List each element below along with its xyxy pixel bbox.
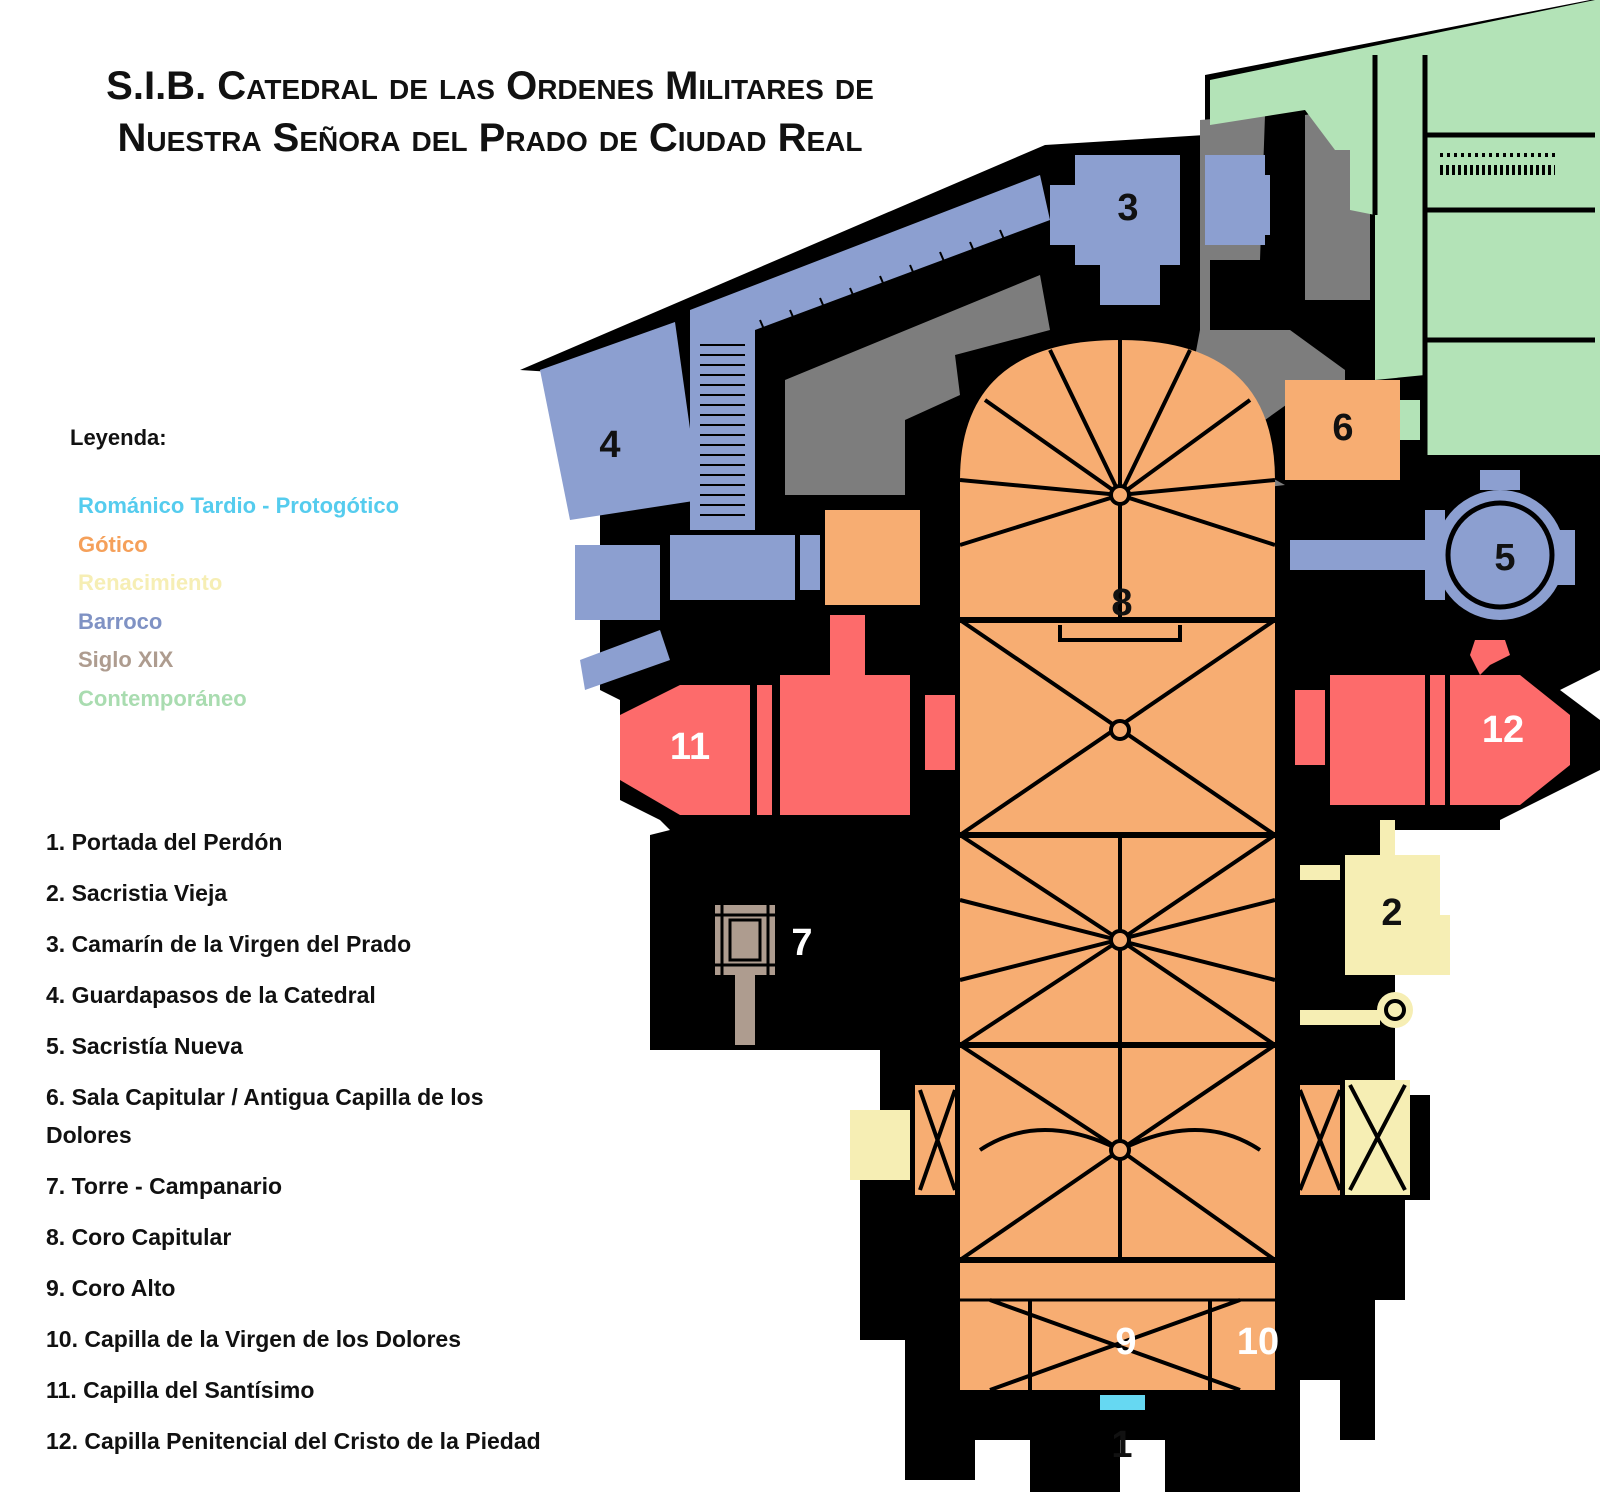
- room-list: 1. Portada del Perdón 2. Sacristia Vieja…: [46, 823, 646, 1473]
- plan-number-11: 11: [670, 726, 710, 768]
- chapel-11: [620, 615, 955, 815]
- contemporary-wing-lines: [1372, 55, 1595, 455]
- room-list-item: 12. Capilla Penitencial del Cristo de la…: [46, 1428, 541, 1454]
- plan-number-12: 12: [1482, 709, 1524, 751]
- plan-number-1: 1: [1111, 1424, 1132, 1466]
- portal-perdon: [1100, 1395, 1145, 1410]
- plan-number-5: 5: [1494, 537, 1515, 579]
- plan-number-8: 8: [1111, 582, 1132, 624]
- title-line-2: Nuestra Señora del Prado de Ciudad Real: [117, 116, 863, 160]
- legend-entry-gotico: Gótico: [78, 531, 148, 557]
- plan-number-10: 10: [1237, 1321, 1279, 1363]
- legend: Románico Tardio - Protogótico Gótico Ren…: [78, 493, 399, 724]
- room-list-item: 9. Coro Alto: [46, 1275, 176, 1301]
- room-list-item: 8. Coro Capitular: [46, 1224, 232, 1250]
- title-line-1: S.I.B. Catedral de las Ordenes Militares…: [106, 64, 874, 108]
- sacristia-nueva-ring: [1445, 500, 1555, 610]
- baroque-rooms: [540, 155, 1575, 690]
- chapel-12: [1295, 640, 1570, 805]
- tower-pattern: [715, 905, 775, 975]
- room-list-item: 3. Camarín de la Virgen del Prado: [46, 931, 412, 957]
- room-list-item: 11. Capilla del Santísimo: [46, 1377, 315, 1403]
- legend-entry-renacimiento: Renacimiento: [78, 570, 223, 595]
- tower-campanario: [715, 905, 775, 1045]
- baroque-stair-hatching: [700, 229, 1016, 516]
- legend-entry-contemporaneo: Contemporáneo: [78, 685, 247, 711]
- plan-number-9: 9: [1115, 1321, 1136, 1363]
- legend-entry-romanico: Románico Tardio - Protogótico: [78, 493, 400, 518]
- legend-entry-barroco: Barroco: [78, 608, 163, 634]
- room-list-item: 10. Capilla de la Virgen de los Dolores: [46, 1326, 461, 1352]
- room-list-item: 2. Sacristia Vieja: [46, 880, 228, 906]
- room-list-item: 7. Torre - Campanario: [46, 1173, 283, 1199]
- room-list-item: 5. Sacristía Nueva: [46, 1033, 243, 1059]
- plan-number-4: 4: [599, 424, 620, 466]
- plan-number-2: 2: [1381, 892, 1402, 934]
- room-list-item: 4. Guardapasos de la Catedral: [46, 982, 376, 1008]
- legend-heading: Leyenda:: [70, 425, 167, 450]
- room-list-item: 1. Portada del Perdón: [46, 829, 283, 855]
- plan-number-7: 7: [791, 922, 812, 964]
- legend-entry-siglo-xix: Siglo XIX: [78, 647, 174, 672]
- renaissance-hatch: [1348, 999, 1407, 1191]
- plan-number-6: 6: [1332, 407, 1353, 449]
- diagram-title: S.I.B. Catedral de las Ordenes Militares…: [30, 60, 950, 164]
- room-list-item: 6. Sala Capitular / Antigua Capilla de l…: [46, 1084, 484, 1148]
- vault-keystones: [1109, 484, 1131, 1161]
- plan-number-3: 3: [1117, 187, 1138, 229]
